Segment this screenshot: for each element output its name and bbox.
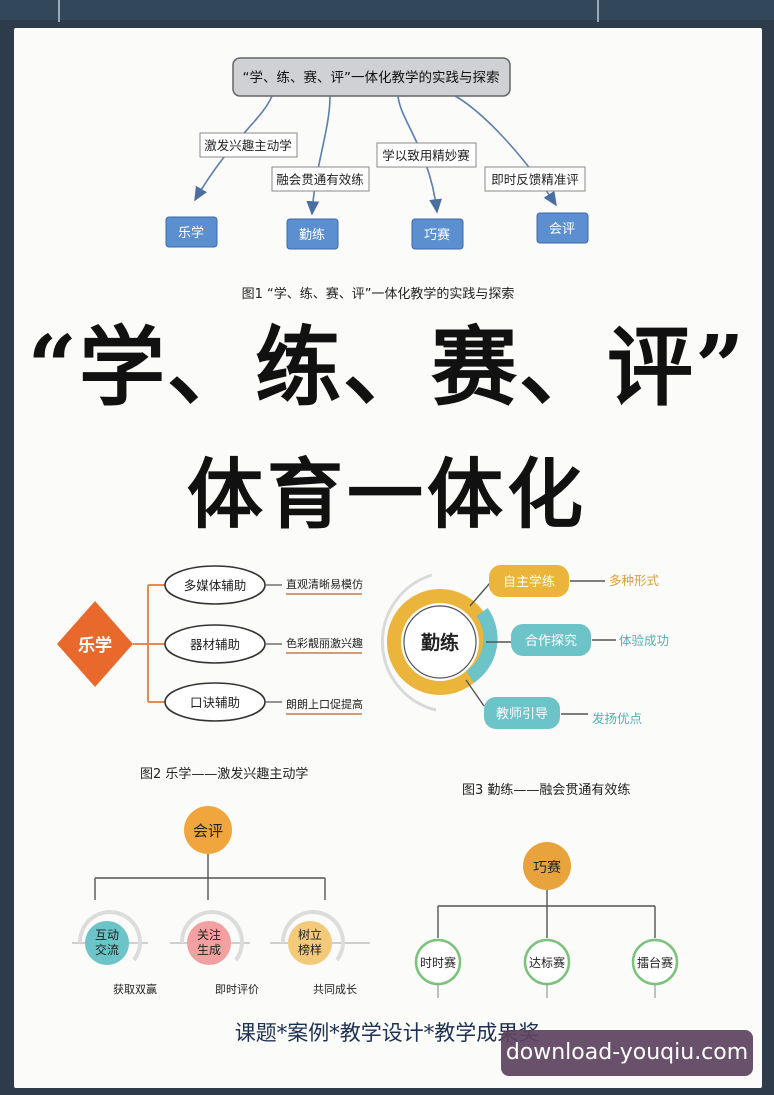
item-label: 教师引导 (496, 706, 548, 722)
branch-box (376, 142, 477, 168)
center-label: 乐学 (78, 635, 112, 656)
item-label: 时时赛 (420, 955, 456, 970)
item-label-line1: 关注 (197, 927, 221, 942)
item-label-line2: 生成 (197, 943, 221, 957)
decorative-arc (280, 910, 345, 962)
center-circle (184, 806, 232, 854)
tree-lines (94, 854, 326, 900)
leaf-box (286, 218, 339, 250)
branch-label: 融会贯通有效练 (276, 172, 364, 187)
branch-box (484, 166, 586, 192)
bracket-line (133, 584, 170, 703)
item-pill (484, 697, 560, 729)
root-box (232, 57, 511, 97)
center-label: 巧赛 (533, 860, 561, 876)
leaf-box (536, 212, 589, 244)
item-label-line1: 树立 (298, 927, 322, 942)
connector-line (465, 679, 485, 707)
center-label: 勤练 (421, 631, 459, 654)
branch-box (271, 166, 370, 192)
connector-line (469, 582, 491, 607)
poster-sheet (14, 28, 762, 1088)
branch-label: 即时反馈精准评 (491, 172, 579, 187)
branch-box (199, 132, 298, 158)
item-pill (511, 624, 591, 656)
leaf-label: 勤练 (299, 228, 325, 243)
item-note: 直观清晰易模仿 (286, 577, 363, 591)
item-pill (489, 565, 569, 597)
decorative-arc (77, 910, 142, 962)
item-circle (187, 921, 231, 965)
footer-caption: 课题*案例*教学设计*教学成果奖 (234, 1021, 540, 1045)
leaf-box (411, 218, 464, 250)
item-label: 合作探究 (525, 634, 577, 649)
top-bar-divider (58, 0, 60, 22)
branch-label: 学以致用精妙赛 (382, 148, 470, 163)
center-circle (523, 842, 571, 890)
figure-2-diagram: 乐学 多媒体辅助 器材辅助 口诀辅助 直观清晰易模仿 色彩靓丽激兴趣 朗朗上口促… (57, 565, 363, 782)
connector-arrow (306, 95, 331, 216)
decorative-arc (179, 910, 244, 962)
item-label: 多媒体辅助 (184, 578, 247, 593)
item-note: 朗朗上口促提高 (286, 697, 363, 711)
leaf-label: 乐学 (178, 225, 204, 241)
center-diamond (57, 601, 133, 687)
figure-3-diagram: 勤练 自主学练 合作探究 教师引导 多种形式 体验成功 发扬优点 图3 勤练——… (380, 565, 669, 798)
item-label: 自主学练 (503, 574, 555, 590)
center-circle (403, 605, 477, 679)
headline-line-1: “学、练、赛、评” (27, 317, 747, 418)
item-circle (85, 921, 129, 965)
item-label: 口诀辅助 (190, 695, 240, 710)
root-label: “学、练、赛、评”一体化教学的实践与探索 (243, 70, 500, 86)
figure-3-caption: 图3 勤练——融会贯通有效练 (462, 783, 630, 798)
center-label: 会评 (193, 822, 223, 840)
item-note: 体验成功 (619, 633, 669, 648)
figure-1-caption: 图1 “学、练、赛、评”一体化教学的实践与探索 (242, 286, 515, 302)
top-bar-divider (597, 0, 599, 22)
figure-5-diagram: 巧赛 时时赛 达标赛 擂台赛 (414, 842, 679, 998)
figure-4-diagram: 会评 互动 交流 关注 生成 树立 榜样 获取双赢 即时评价 共同成长 (72, 806, 370, 996)
item-note: 获取双赢 (113, 982, 157, 996)
item-note: 发扬优点 (592, 711, 642, 726)
watermark-link[interactable]: download-youqiu.com (501, 1030, 753, 1076)
item-circle (288, 921, 332, 965)
item-note: 即时评价 (215, 983, 259, 996)
item-label: 擂台赛 (637, 955, 673, 970)
decorative-arc (380, 573, 437, 712)
figure-1-flowchart: “学、练、赛、评”一体化教学的实践与探索 激发兴趣主动学 融会贯通有效练 学以致… (165, 57, 589, 302)
connector-arrow (397, 95, 442, 214)
branch-label: 激发兴趣主动学 (204, 138, 292, 153)
item-label: 器材辅助 (190, 637, 240, 652)
item-note: 色彩靓丽激兴趣 (286, 636, 363, 650)
item-label-line2: 交流 (95, 942, 119, 957)
item-note: 多种形式 (609, 573, 660, 588)
tree-lines (437, 890, 656, 938)
top-bar (0, 0, 774, 22)
leaf-label: 会评 (549, 222, 575, 237)
figure-2-caption: 图2 乐学——激发兴趣主动学 (140, 766, 308, 782)
leaf-box (165, 216, 218, 248)
ring-teal (465, 607, 498, 683)
item-label-line2: 榜样 (298, 942, 322, 957)
leaf-label: 巧赛 (424, 227, 450, 243)
item-label: 达标赛 (529, 955, 565, 970)
item-note: 共同成长 (313, 983, 357, 996)
headline-line-2: 体育一体化 (187, 450, 587, 539)
item-label-line1: 互动 (95, 928, 119, 942)
